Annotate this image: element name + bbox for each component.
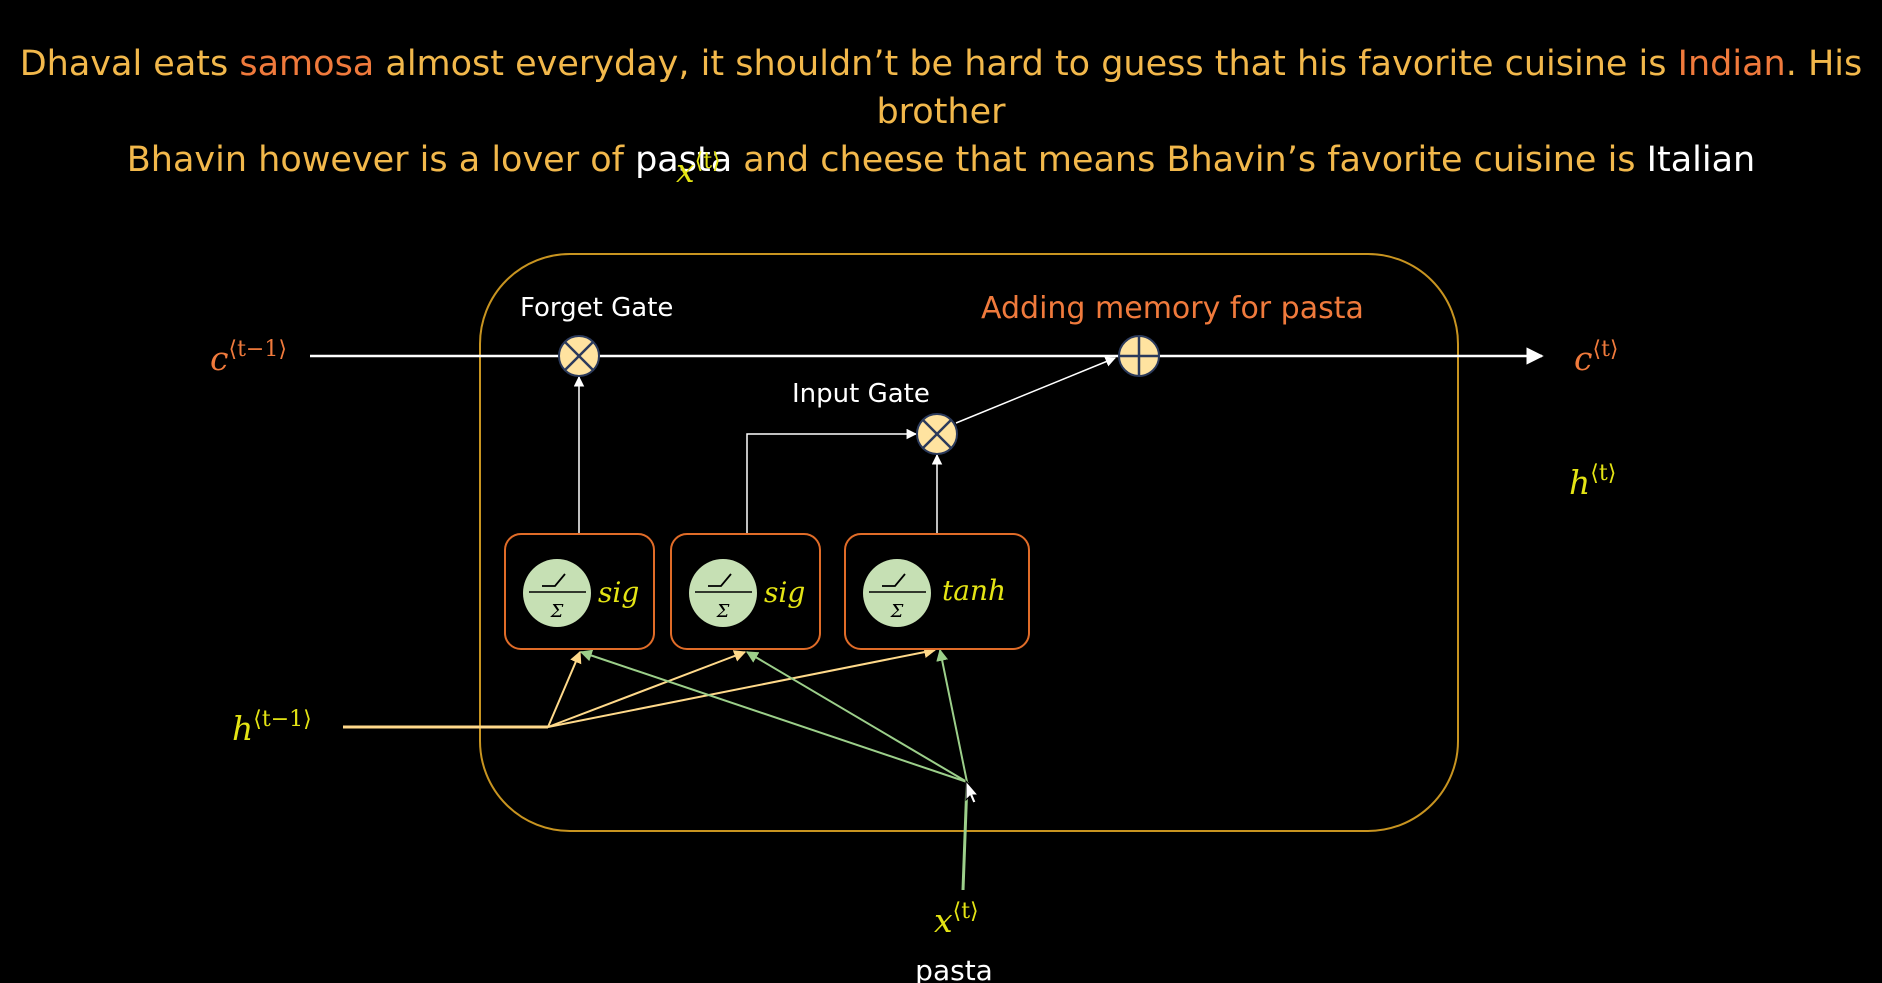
neuron1-sum-symbol: Σ xyxy=(550,601,564,622)
header-line1-seg0: Dhaval eats xyxy=(19,44,240,84)
header-word-indian: Indian xyxy=(1677,44,1786,84)
header-word-pasta: pasta xyxy=(635,140,733,180)
x-to-neuron1 xyxy=(579,649,968,783)
cell-state-out-label: c⟨t⟩ xyxy=(1574,337,1619,378)
header-line-1: Dhaval eats samosa almost everyday, it s… xyxy=(0,40,1882,136)
top-input-label: x⟨t⟩ xyxy=(676,149,721,190)
hidden-to-neuron2 xyxy=(547,650,747,728)
hidden-to-neuron3 xyxy=(547,646,937,728)
hidden-to-neuron1 xyxy=(547,650,582,728)
hidden-in-label: h⟨t−1⟩ xyxy=(232,707,312,748)
neuron3-sum-symbol: Σ xyxy=(890,601,904,622)
header-line1-seg4: . His brother xyxy=(876,44,1863,132)
neuron1-activation-label: sig xyxy=(598,576,639,609)
neuron-forget-sig: Σ sig xyxy=(504,533,655,650)
hidden-out-label: h⟨t⟩ xyxy=(1569,461,1616,502)
input-sig-arrow xyxy=(746,428,918,534)
input-to-add-arrow xyxy=(955,356,1116,424)
header-line1-seg2: almost everyday, it shouldn’t be hard to… xyxy=(374,44,1678,84)
neuron-candidate-tanh: Σ tanh xyxy=(844,533,1030,650)
input-gate-label: Input Gate xyxy=(792,379,930,409)
neuron2-sum-symbol: Σ xyxy=(716,601,730,622)
x-to-neuron3 xyxy=(936,648,968,783)
header-line-2: Bhavin however is a lover of pasta and c… xyxy=(0,136,1882,184)
bottom-input-label: x⟨t⟩ xyxy=(934,899,979,940)
cell-state-in-label: c⟨t−1⟩ xyxy=(210,337,287,378)
header-text: Dhaval eats samosa almost everyday, it s… xyxy=(0,40,1882,184)
adding-memory-label: Adding memory for pasta xyxy=(981,291,1364,326)
memory-add-icon xyxy=(1118,335,1160,377)
forget-multiply-icon xyxy=(558,335,600,377)
neuron2-activation-label: sig xyxy=(764,576,805,609)
header-line2-seg0: Bhavin however is a lover of xyxy=(126,140,636,180)
neuron3-activation-label: tanh xyxy=(942,574,1006,607)
input-multiply-icon xyxy=(916,413,958,455)
mouse-cursor-icon xyxy=(965,779,980,804)
header-line2-seg2: and cheese that means Bhavin’s favorite … xyxy=(732,140,1647,180)
x-to-neuron2 xyxy=(745,651,968,783)
header-word-italian: Italian xyxy=(1646,140,1756,180)
neuron-input-sig: Σ sig xyxy=(670,533,821,650)
header-word-samosa: samosa xyxy=(239,44,375,84)
input-word-label: pasta xyxy=(915,954,993,983)
lstm-cell-border xyxy=(479,253,1459,832)
forget-gate-label: Forget Gate xyxy=(520,293,673,323)
